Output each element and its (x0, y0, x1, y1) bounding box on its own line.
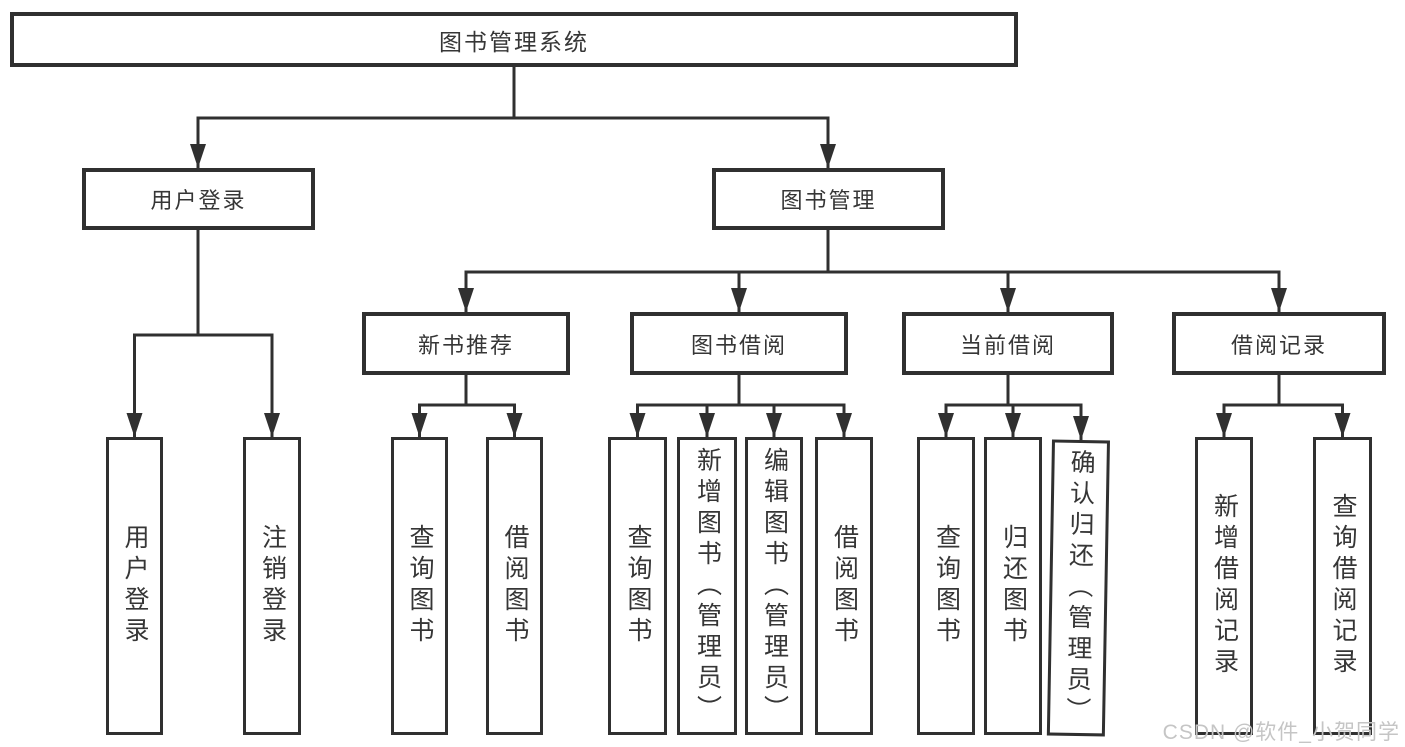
leaf-query-books-borrow: 查询图书 (608, 437, 667, 735)
leaf-logout-login: 注销登录 (243, 437, 301, 735)
node-user-login: 用户登录 (82, 168, 315, 230)
leaf-query-books-recommend: 查询图书 (391, 437, 448, 735)
node-label: 编辑图书（管理员） (760, 446, 789, 726)
node-label: 查询图书 (406, 524, 434, 648)
leaf-query-borrow-record: 查询借阅记录 (1313, 437, 1372, 735)
leaf-query-books-current: 查询图书 (917, 437, 975, 735)
node-label: 当前借阅 (959, 332, 1056, 358)
leaf-add-borrow-record: 新增借阅记录 (1195, 437, 1253, 735)
leaf-borrow-books-borrow: 借阅图书 (815, 437, 873, 735)
leaf-edit-books-admin: 编辑图书（管理员） (745, 437, 803, 735)
leaf-confirm-return-admin: 确认归还（管理员） (1046, 439, 1110, 737)
node-label: 借阅图书 (501, 524, 529, 648)
node-label: 图书管理系统 (439, 28, 589, 55)
leaf-return-books: 归还图书 (984, 437, 1042, 735)
node-label: 用户登录 (121, 524, 149, 648)
node-label: 图书借阅 (690, 332, 787, 358)
node-current-borrowing: 当前借阅 (902, 312, 1114, 375)
leaf-borrow-books-recommend: 借阅图书 (486, 437, 543, 735)
node-book-borrowing: 图书借阅 (630, 312, 848, 375)
node-label: 注销登录 (258, 524, 287, 648)
node-label: 归还图书 (999, 524, 1028, 648)
node-label: 查询图书 (624, 524, 652, 648)
node-label: 查询图书 (932, 524, 961, 648)
watermark: CSDN @软件_小贺同学 (1162, 721, 1400, 744)
node-borrowing-records: 借阅记录 (1172, 312, 1386, 375)
node-label: 图书管理 (780, 188, 877, 213)
leaf-user-login: 用户登录 (106, 437, 163, 735)
node-library-management-system: 图书管理系统 (10, 12, 1018, 67)
node-label: 用户登录 (150, 188, 247, 213)
leaf-add-books-admin: 新增图书（管理员） (677, 437, 737, 735)
node-label: 新增图书（管理员） (693, 446, 722, 726)
node-book-management: 图书管理 (712, 168, 945, 230)
node-new-book-recommendation: 新书推荐 (362, 312, 570, 375)
node-label: 借阅记录 (1230, 332, 1327, 358)
node-label: 新增借阅记录 (1210, 493, 1239, 679)
node-label: 新书推荐 (417, 332, 514, 358)
node-label: 借阅图书 (830, 524, 859, 648)
node-label: 确认归还（管理员） (1062, 448, 1096, 728)
node-label: 查询借阅记录 (1329, 493, 1357, 679)
